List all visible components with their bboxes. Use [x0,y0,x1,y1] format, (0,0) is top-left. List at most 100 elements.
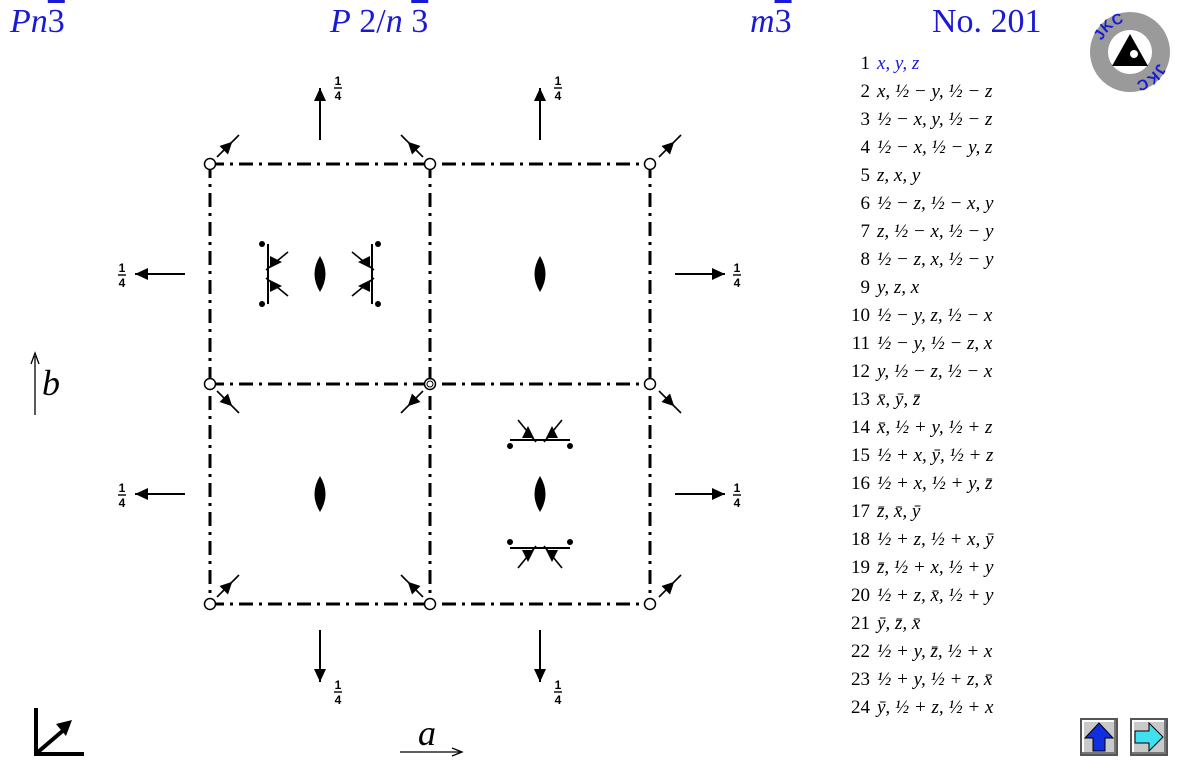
full-symbol-bar: 3 [411,3,429,40]
coordinate-text: y, z, x [877,277,920,298]
coordinate-number: 14 [851,417,870,438]
dot-icon [507,443,513,449]
threefold-axis-group [259,241,289,307]
full-symbol-glide: n [385,3,403,40]
logo-triangle-icon [1112,34,1148,66]
height-label-denominator: 4 [734,496,741,510]
twofold-axis-icon [534,476,546,512]
dot-icon [567,539,573,545]
coordinate-number: 22 [851,641,870,662]
inversion-circle-icon [643,377,657,391]
inversion-centre-icon [426,380,434,388]
short-symbol-bar: 3 [47,3,65,40]
threefold-inversion-icon [216,574,240,598]
height-label-denominator: 4 [734,276,741,290]
height-label-numerator: 1 [119,481,126,495]
coordinate-row: 1 x, y, z [840,50,1080,78]
threefold-triangle-icon [661,581,675,595]
arrowhead-icon [534,669,546,682]
coordinate-text: z̄, x̄, ȳ [877,501,921,522]
threefold-inversion-icon [400,390,424,414]
threefold-triangle-icon [270,256,282,268]
arrowhead-icon [135,268,148,280]
height-label: 14 [118,261,126,290]
threefold-axis-group [507,539,573,569]
threefold-triangle-icon [219,393,233,407]
coordinate-number: 21 [851,613,870,634]
c-axis-corner-icon [34,708,84,756]
inversion-circle-icon [423,157,437,171]
threefold-inversion-icon [658,574,682,598]
height-label: 14 [554,74,562,103]
inversion-circle-icon [423,597,437,611]
coordinate-row: 15 ½ + x, ȳ, ½ + z [840,442,1080,470]
point-group-bar: 3 [774,3,792,40]
axis-a-label: a [418,713,436,753]
inversion-circle-icon [203,377,217,391]
threefold-symbols [259,241,573,569]
coordinate-text: ½ − z, ½ − x, y [877,193,994,214]
coordinate-number: 1 [860,53,871,74]
c-axis-diagonal-icon [36,726,68,754]
threefold-triangle-icon [661,141,675,155]
coordinate-number: 11 [851,333,870,354]
coordinate-number: 19 [851,557,870,578]
coordinate-text: ½ + x, ȳ, ½ + z [877,445,994,466]
arrowhead-icon [135,488,148,500]
inversion-circle-icon [203,597,217,611]
threefold-axis-group [351,241,381,307]
right-arrow-icon [1134,721,1164,753]
c-axis-arrowhead-icon [56,720,72,736]
height-label: 14 [554,678,562,707]
coordinate-number: 10 [851,305,870,326]
height-label-numerator: 1 [734,261,741,275]
full-symbol-lattice: P [330,3,351,40]
coordinate-text: x, y, z [877,53,920,74]
height-label-denominator: 4 [555,89,562,103]
space-group-number: No. 201 [932,3,1042,40]
arrowhead-icon [712,488,725,500]
coordinate-number: 13 [851,389,870,410]
coordinate-row: 14 x̄, ½ + y, ½ + z [840,414,1080,442]
coordinate-text: x̄, ½ + y, ½ + z [877,417,993,438]
coordinate-row: 6 ½ − z, ½ − x, y [840,190,1080,218]
height-label: 14 [118,481,126,510]
threefold-inversion-icon [216,390,240,414]
coordinate-text: ½ + z, x̄, ½ + y [877,585,994,606]
threefold-inversion-icon [400,574,424,598]
coordinate-number: 6 [860,193,871,214]
dot-icon [259,241,265,247]
threefold-inversion-icon [216,134,240,158]
threefold-triangle-icon [522,550,534,562]
full-symbol: P 2/n 3 [330,2,428,42]
threefold-triangle-icon [546,426,558,438]
coordinate-number: 17 [851,501,870,522]
coordinate-text: ½ − x, y, ½ − z [877,109,993,130]
coordinate-row: 17 z̄, x̄, ȳ [840,498,1080,526]
inversion-centres [426,380,434,388]
coordinate-number: 15 [851,445,870,466]
coordinate-number: 23 [851,669,870,690]
threefold-axis-group [507,419,573,449]
next-button[interactable] [1130,718,1168,756]
height-label-denominator: 4 [555,693,562,707]
short-symbol: Pn3 [10,2,65,42]
coordinate-text: ȳ, z̄, x̄ [877,613,921,634]
coordinate-text: y, ½ − z, ½ − x [877,361,993,382]
logo-dot-icon [1130,50,1138,58]
arrowhead-icon [712,268,725,280]
coordinate-text: ½ − y, z, ½ − x [877,305,993,326]
up-button[interactable] [1080,718,1118,756]
coordinate-number: 24 [851,697,870,718]
